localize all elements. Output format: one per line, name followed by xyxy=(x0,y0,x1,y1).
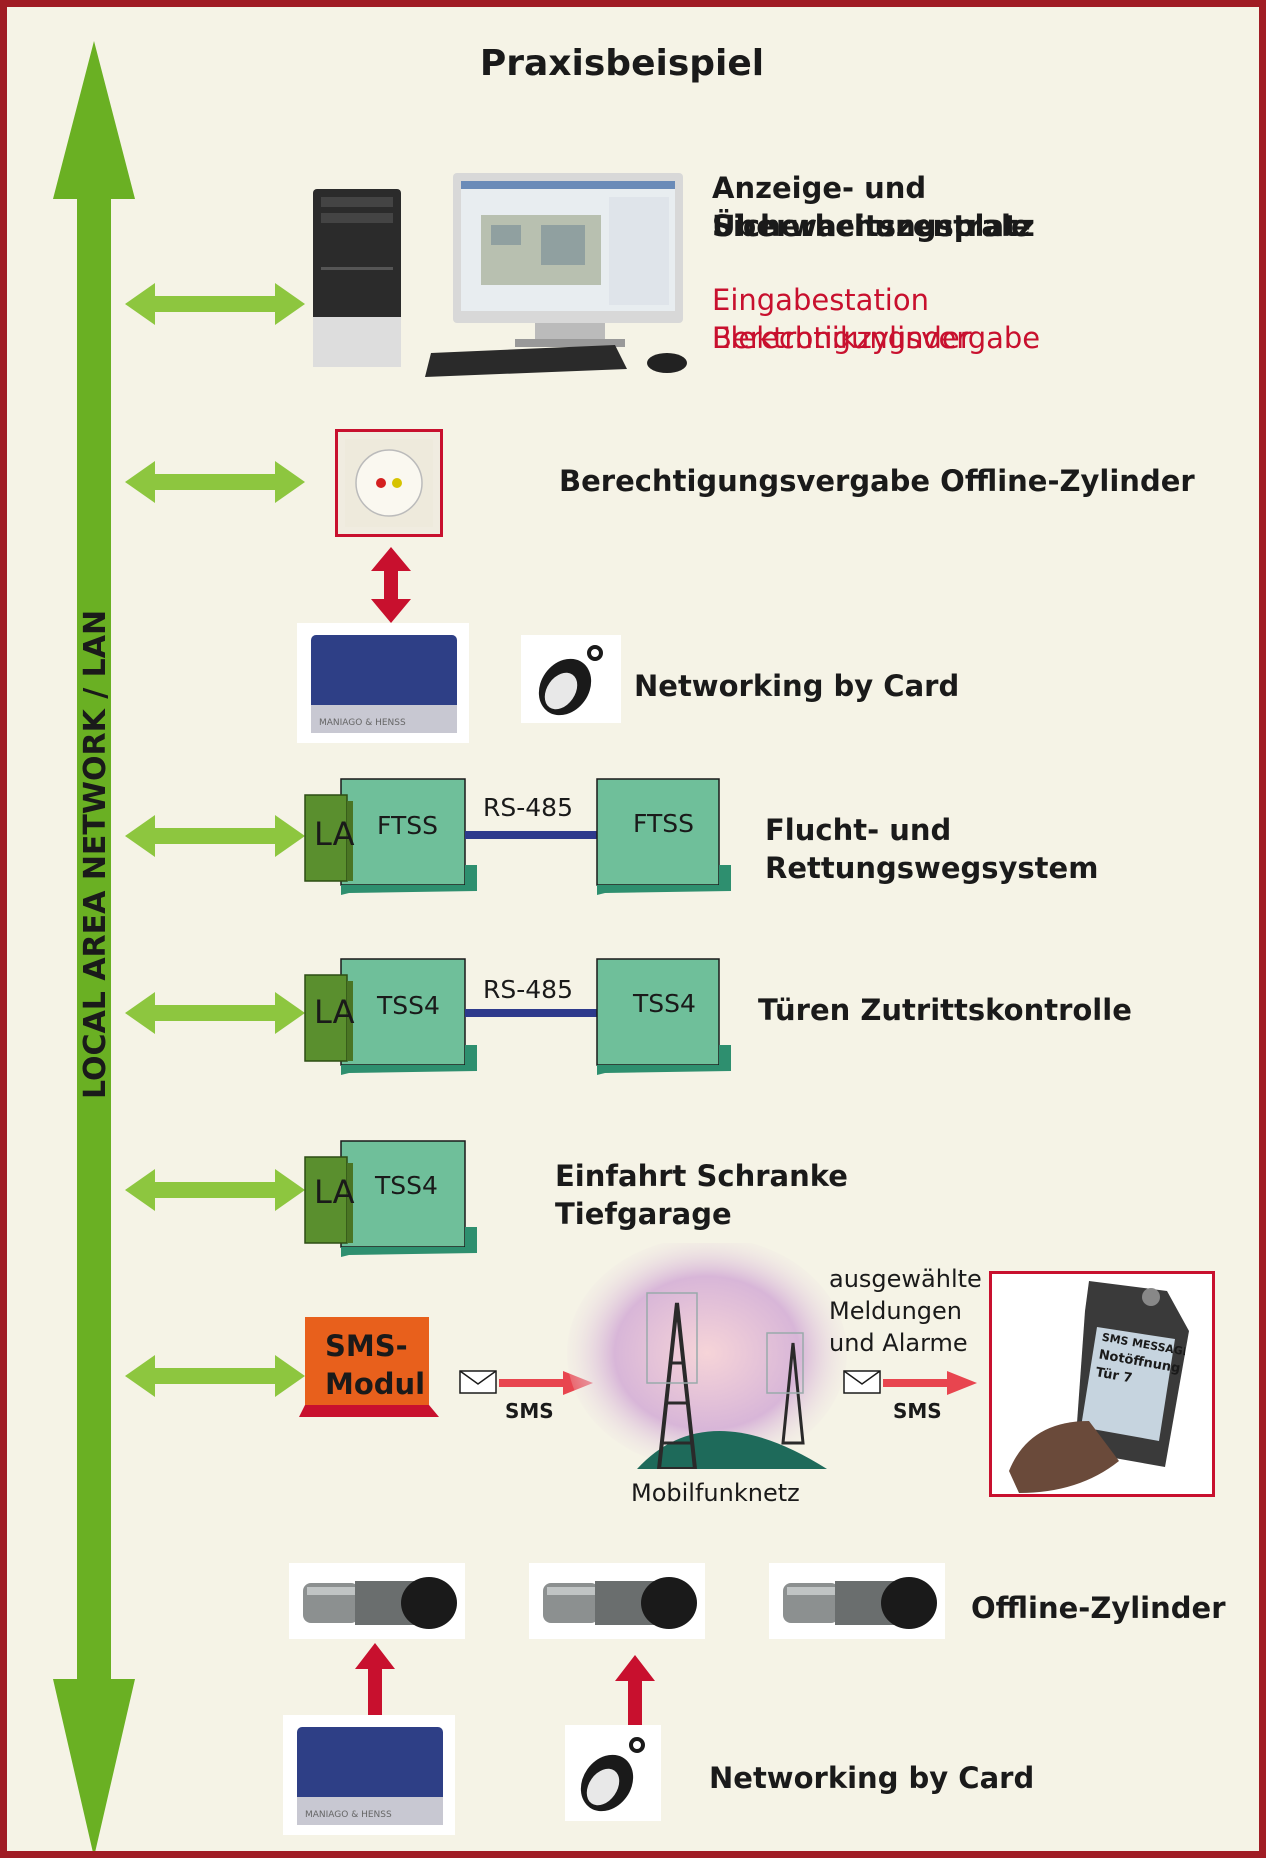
key-fob-icon xyxy=(521,635,621,723)
sms-note-line2: Meldungen xyxy=(829,1297,963,1325)
access-card-icon-2: MANIAGO & HENSS xyxy=(283,1715,455,1835)
ftss-system xyxy=(304,778,731,895)
envelope-icon xyxy=(459,1370,497,1394)
tss-node-2 xyxy=(596,958,720,1066)
workstation-computer-icon xyxy=(313,173,687,377)
access-card-icon: MANIAGO & HENSS xyxy=(297,623,469,743)
sms-tag-1: SMS xyxy=(505,1399,554,1423)
ftss-la-label: LA xyxy=(314,815,355,853)
lan-arrow: LOCAL AREA NETWORK / LAN xyxy=(53,41,135,1851)
red-up-arrow-1 xyxy=(355,1643,395,1719)
barrier-label-line2: Tiefgarage xyxy=(555,1197,732,1231)
tss-system xyxy=(304,958,731,1075)
lan-link-arrow-offline-station xyxy=(125,461,305,503)
key-fob-icon-2 xyxy=(565,1725,661,1821)
sms-tag-2: SMS xyxy=(893,1399,942,1423)
workstation-red-line1: Eingabestation Berechtigungsvergabe xyxy=(712,283,1041,355)
red-double-arrow xyxy=(371,547,411,623)
tss-node-1 xyxy=(340,958,466,1066)
workstation-label-line1: Anzeige- und Überwachungsplatz xyxy=(712,171,1035,243)
offline-cylinder-3 xyxy=(769,1563,945,1639)
offline-cylinder-label: Offline-Zylinder xyxy=(971,1591,1226,1625)
tss-la-label: LA xyxy=(314,993,355,1031)
lan-link-arrow-ftss xyxy=(125,815,305,857)
tss-bus-label: RS-485 xyxy=(483,975,573,1004)
sms-module-box xyxy=(299,1317,439,1417)
lan-link-arrow-workstation xyxy=(125,283,305,325)
mobile-phone-icon xyxy=(989,1271,1215,1497)
lan-label: LOCAL AREA NETWORK / LAN xyxy=(78,610,113,1099)
sms-module-line1: SMS- xyxy=(325,1329,408,1363)
offline-cylinder-2 xyxy=(529,1563,705,1639)
envelope-icon-2 xyxy=(843,1370,881,1394)
ftss-node-2 xyxy=(596,778,720,886)
workstation-label-line2: Sicherheitszentrale xyxy=(712,209,1031,243)
ftss-node2-label: FTSS xyxy=(633,809,694,838)
sms-arrow-1 xyxy=(459,1370,593,1395)
tss-la-box xyxy=(304,974,348,1062)
card-top-label: Networking by Card xyxy=(634,669,960,703)
sms-module-line2: Modul xyxy=(325,1367,426,1401)
sms-note-line3: und Alarme xyxy=(829,1329,968,1357)
ftss-node1-label: FTSS xyxy=(377,811,438,840)
lan-link-arrow-sms xyxy=(125,1355,305,1397)
tss-description: Türen Zutrittskontrolle xyxy=(758,993,1132,1027)
sms-note-line1: ausgewählte xyxy=(829,1265,982,1293)
barrier-node xyxy=(340,1140,466,1248)
mobile-network-icon xyxy=(567,1243,847,1469)
barrier-system xyxy=(304,1140,477,1257)
red-up-arrow-2 xyxy=(615,1655,655,1729)
tss-node1-label: TSS4 xyxy=(377,991,440,1020)
phone-screen-text: SMS MESSAGE Notöffnung Tür 7 xyxy=(1094,1331,1185,1387)
ftss-bus-label: RS-485 xyxy=(483,793,573,822)
lan-link-arrow-tss xyxy=(125,992,305,1034)
card-bottom-label: Networking by Card xyxy=(709,1761,1035,1795)
sms-arrow-2 xyxy=(843,1370,977,1395)
workstation-red-line2: Elektronikzylinder xyxy=(712,321,972,355)
ftss-node-1 xyxy=(340,778,466,886)
lan-link-arrow-barrier xyxy=(125,1169,305,1211)
barrier-label-line1: Einfahrt Schranke xyxy=(555,1159,848,1193)
ftss-description: Flucht- und Rettungswegsystem xyxy=(765,813,1099,885)
offline-station-label: Berechtigungsvergabe Offline-Zylinder xyxy=(559,464,1195,498)
barrier-la-label: LA xyxy=(314,1173,355,1211)
phone-line-3: Tür 7 xyxy=(1094,1365,1133,1386)
card-top-text: MANIAGO & HENSS xyxy=(319,718,406,728)
card-bottom-text: MANIAGO & HENSS xyxy=(305,1810,392,1820)
tss-node2-label: TSS4 xyxy=(633,989,696,1018)
barrier-node-label: TSS4 xyxy=(375,1171,438,1200)
offline-cylinder-1 xyxy=(289,1563,465,1639)
mobile-network-label: Mobilfunknetz xyxy=(631,1479,800,1507)
page-title: Praxisbeispiel xyxy=(479,43,765,84)
card-reader-icon xyxy=(335,429,443,537)
